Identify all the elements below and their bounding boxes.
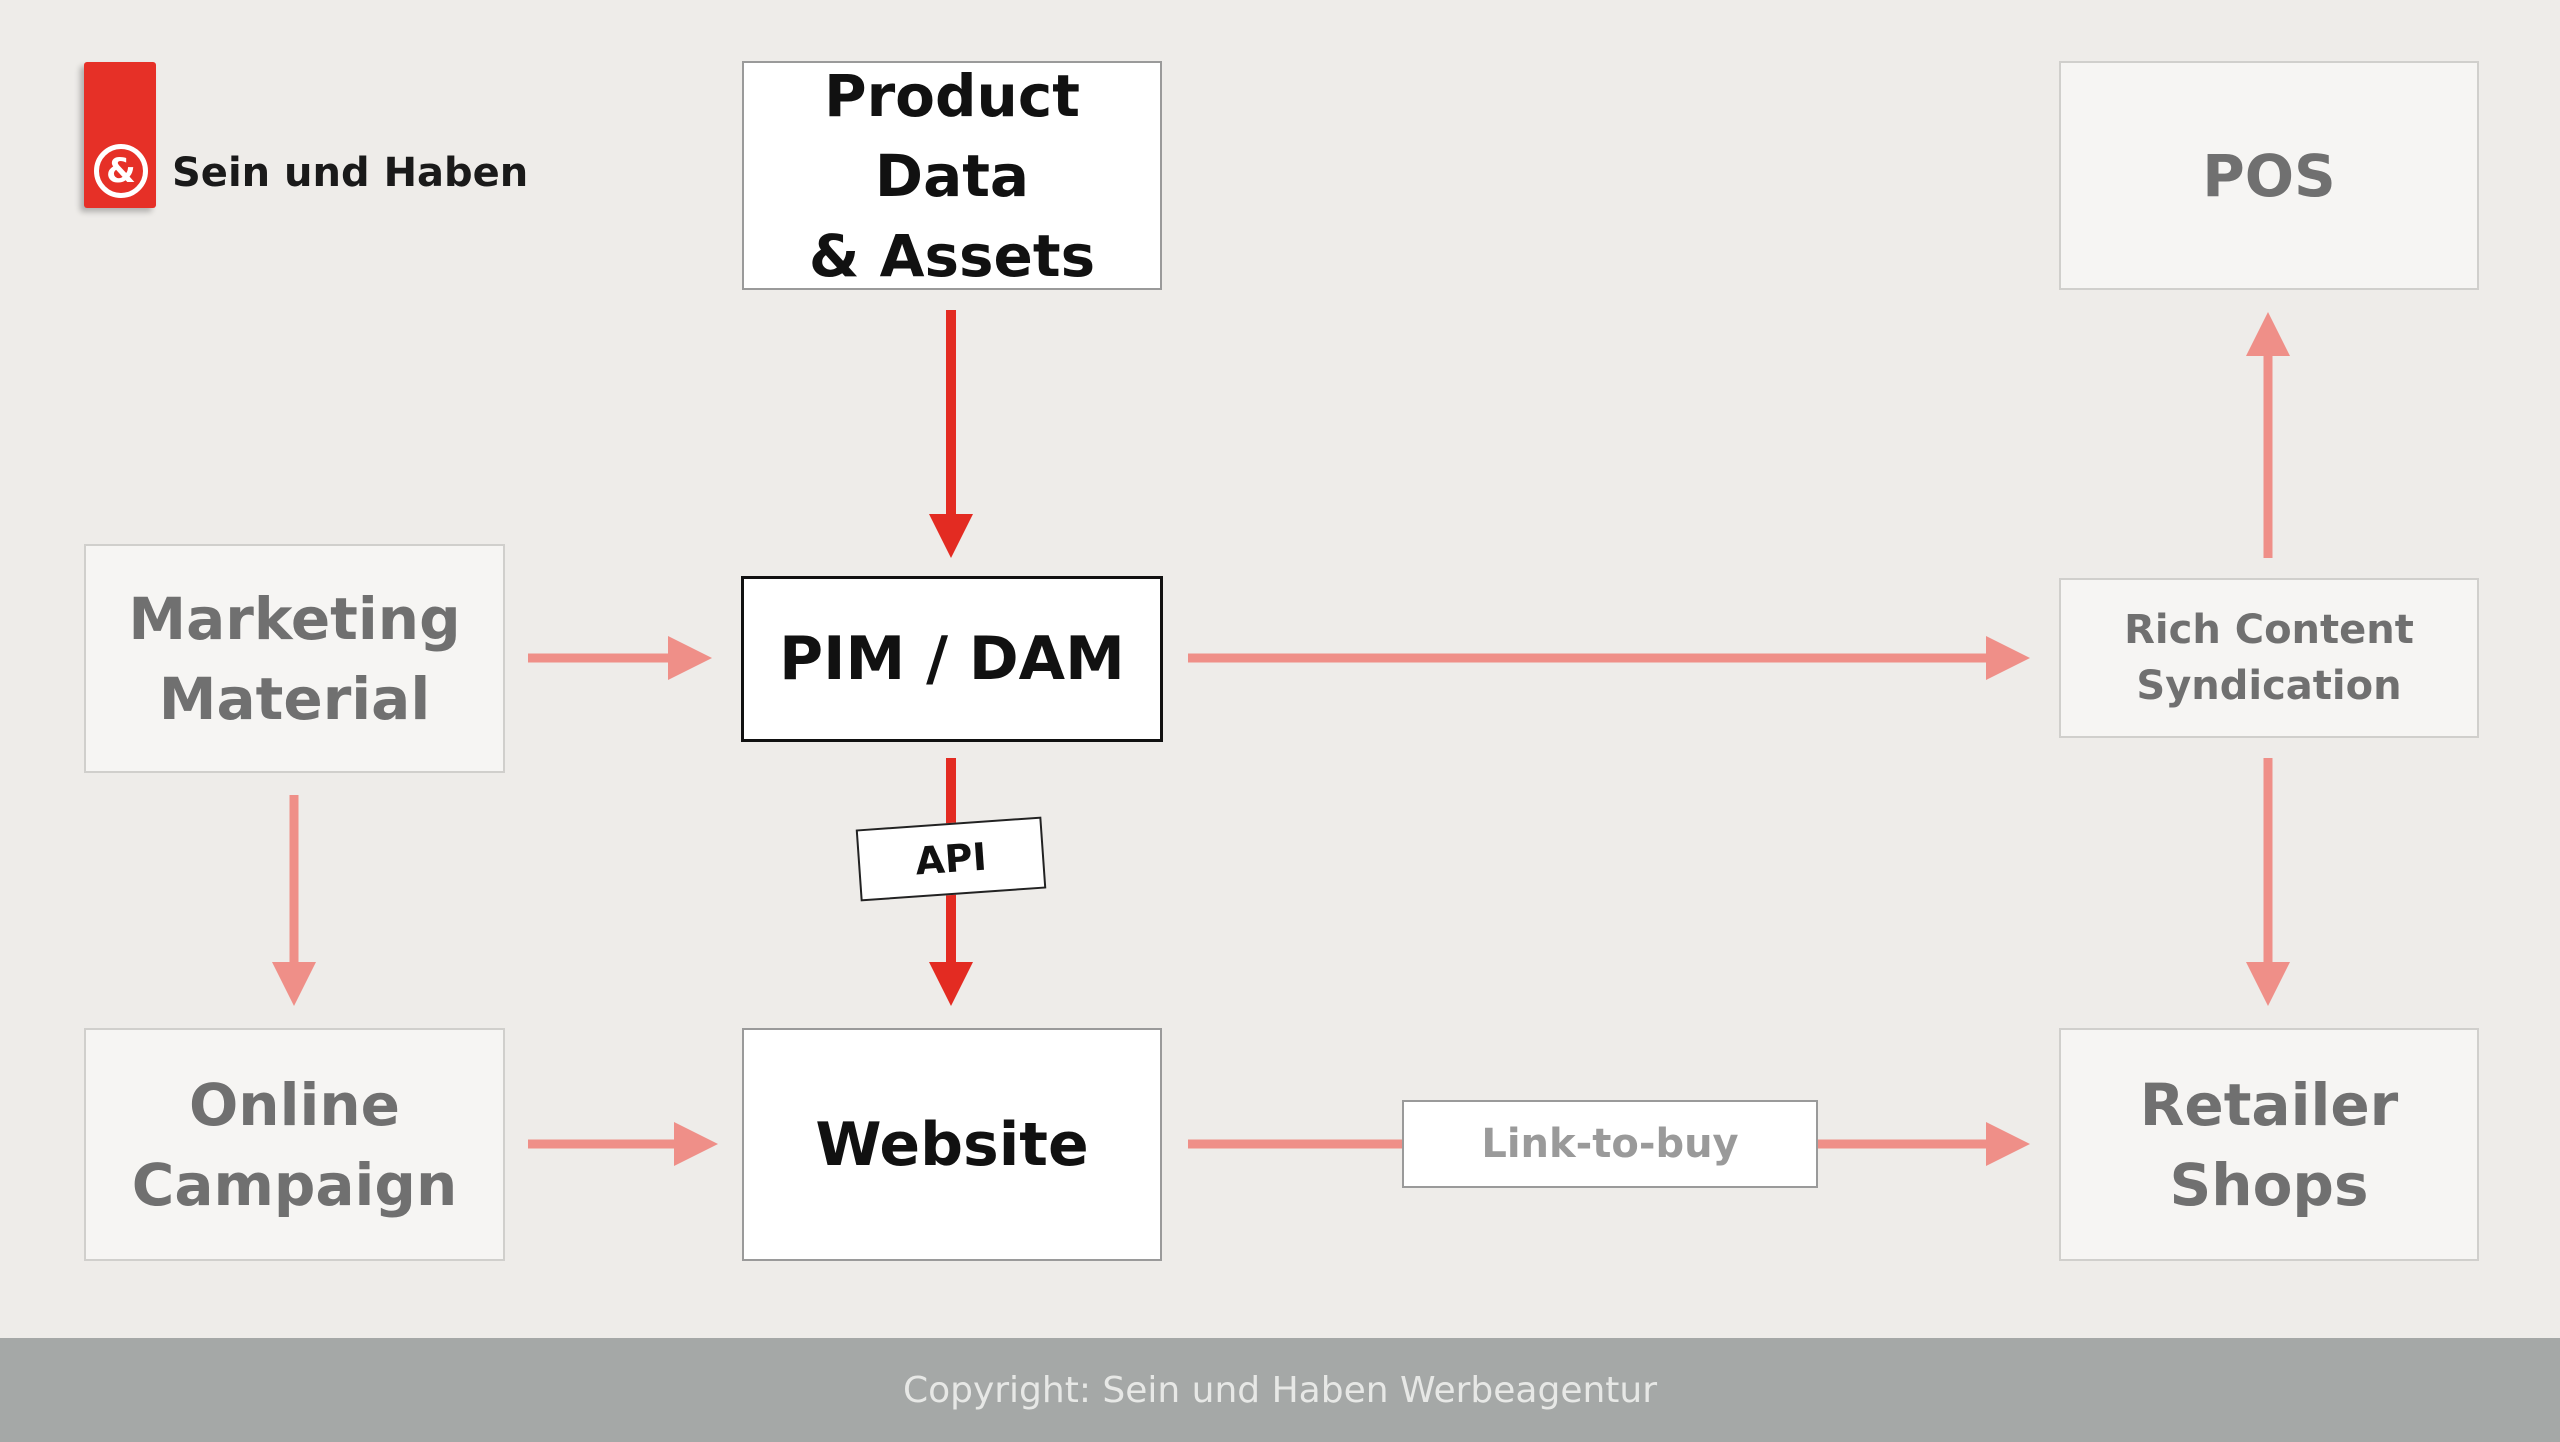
- arrow-rich-content-to-pos: [2246, 312, 2290, 558]
- product-data-assets-box: Product Data & Assets: [742, 61, 1162, 290]
- online-campaign-line2: Campaign: [131, 1150, 458, 1219]
- pim-dam-label: PIM / DAM: [779, 624, 1125, 694]
- arrow-product-to-pim: [929, 310, 973, 558]
- retailer-shops-box: Retailer Shops: [2059, 1028, 2479, 1261]
- arrow-campaign-to-website: [528, 1122, 718, 1166]
- retailer-line1: Retailer: [2139, 1070, 2399, 1139]
- rich-content-line1: Rich Content: [2124, 607, 2414, 653]
- online-campaign-line1: Online: [189, 1070, 400, 1139]
- online-campaign-box: Online Campaign: [84, 1028, 505, 1261]
- arrow-pim-to-rich-content: [1188, 636, 2030, 680]
- website-label: Website: [815, 1109, 1089, 1180]
- marketing-line2: Material: [158, 664, 431, 733]
- logo-text: Sein und Haben: [172, 150, 529, 196]
- copyright-text: Copyright: Sein und Haben Werbeagentur: [902, 1369, 1658, 1411]
- pim-dam-box: PIM / DAM: [741, 576, 1163, 742]
- footer: Copyright: Sein und Haben Werbeagentur: [0, 1338, 2560, 1442]
- product-data-line1: Product Data: [824, 61, 1080, 210]
- flow-arrows: [272, 310, 2290, 1166]
- ampersand-icon: &: [94, 144, 148, 198]
- arrow-marketing-to-pim: [528, 636, 712, 680]
- pos-box: POS: [2059, 61, 2479, 290]
- api-text: API: [913, 834, 989, 884]
- marketing-line1: Marketing: [128, 584, 461, 653]
- link-to-buy-label: Link-to-buy: [1402, 1100, 1818, 1188]
- arrow-rich-content-to-retailer: [2246, 758, 2290, 1006]
- retailer-line2: Shops: [2169, 1150, 2369, 1219]
- website-box: Website: [742, 1028, 1162, 1261]
- marketing-material-box: Marketing Material: [84, 544, 505, 773]
- pos-label: POS: [2202, 141, 2336, 210]
- rich-content-syndication-box: Rich Content Syndication: [2059, 578, 2479, 738]
- rich-content-line2: Syndication: [2136, 663, 2402, 709]
- product-data-line2: & Assets: [808, 221, 1096, 290]
- api-label: API: [855, 816, 1047, 902]
- arrow-marketing-to-campaign: [272, 795, 316, 1006]
- link-to-buy-text: Link-to-buy: [1481, 1121, 1739, 1167]
